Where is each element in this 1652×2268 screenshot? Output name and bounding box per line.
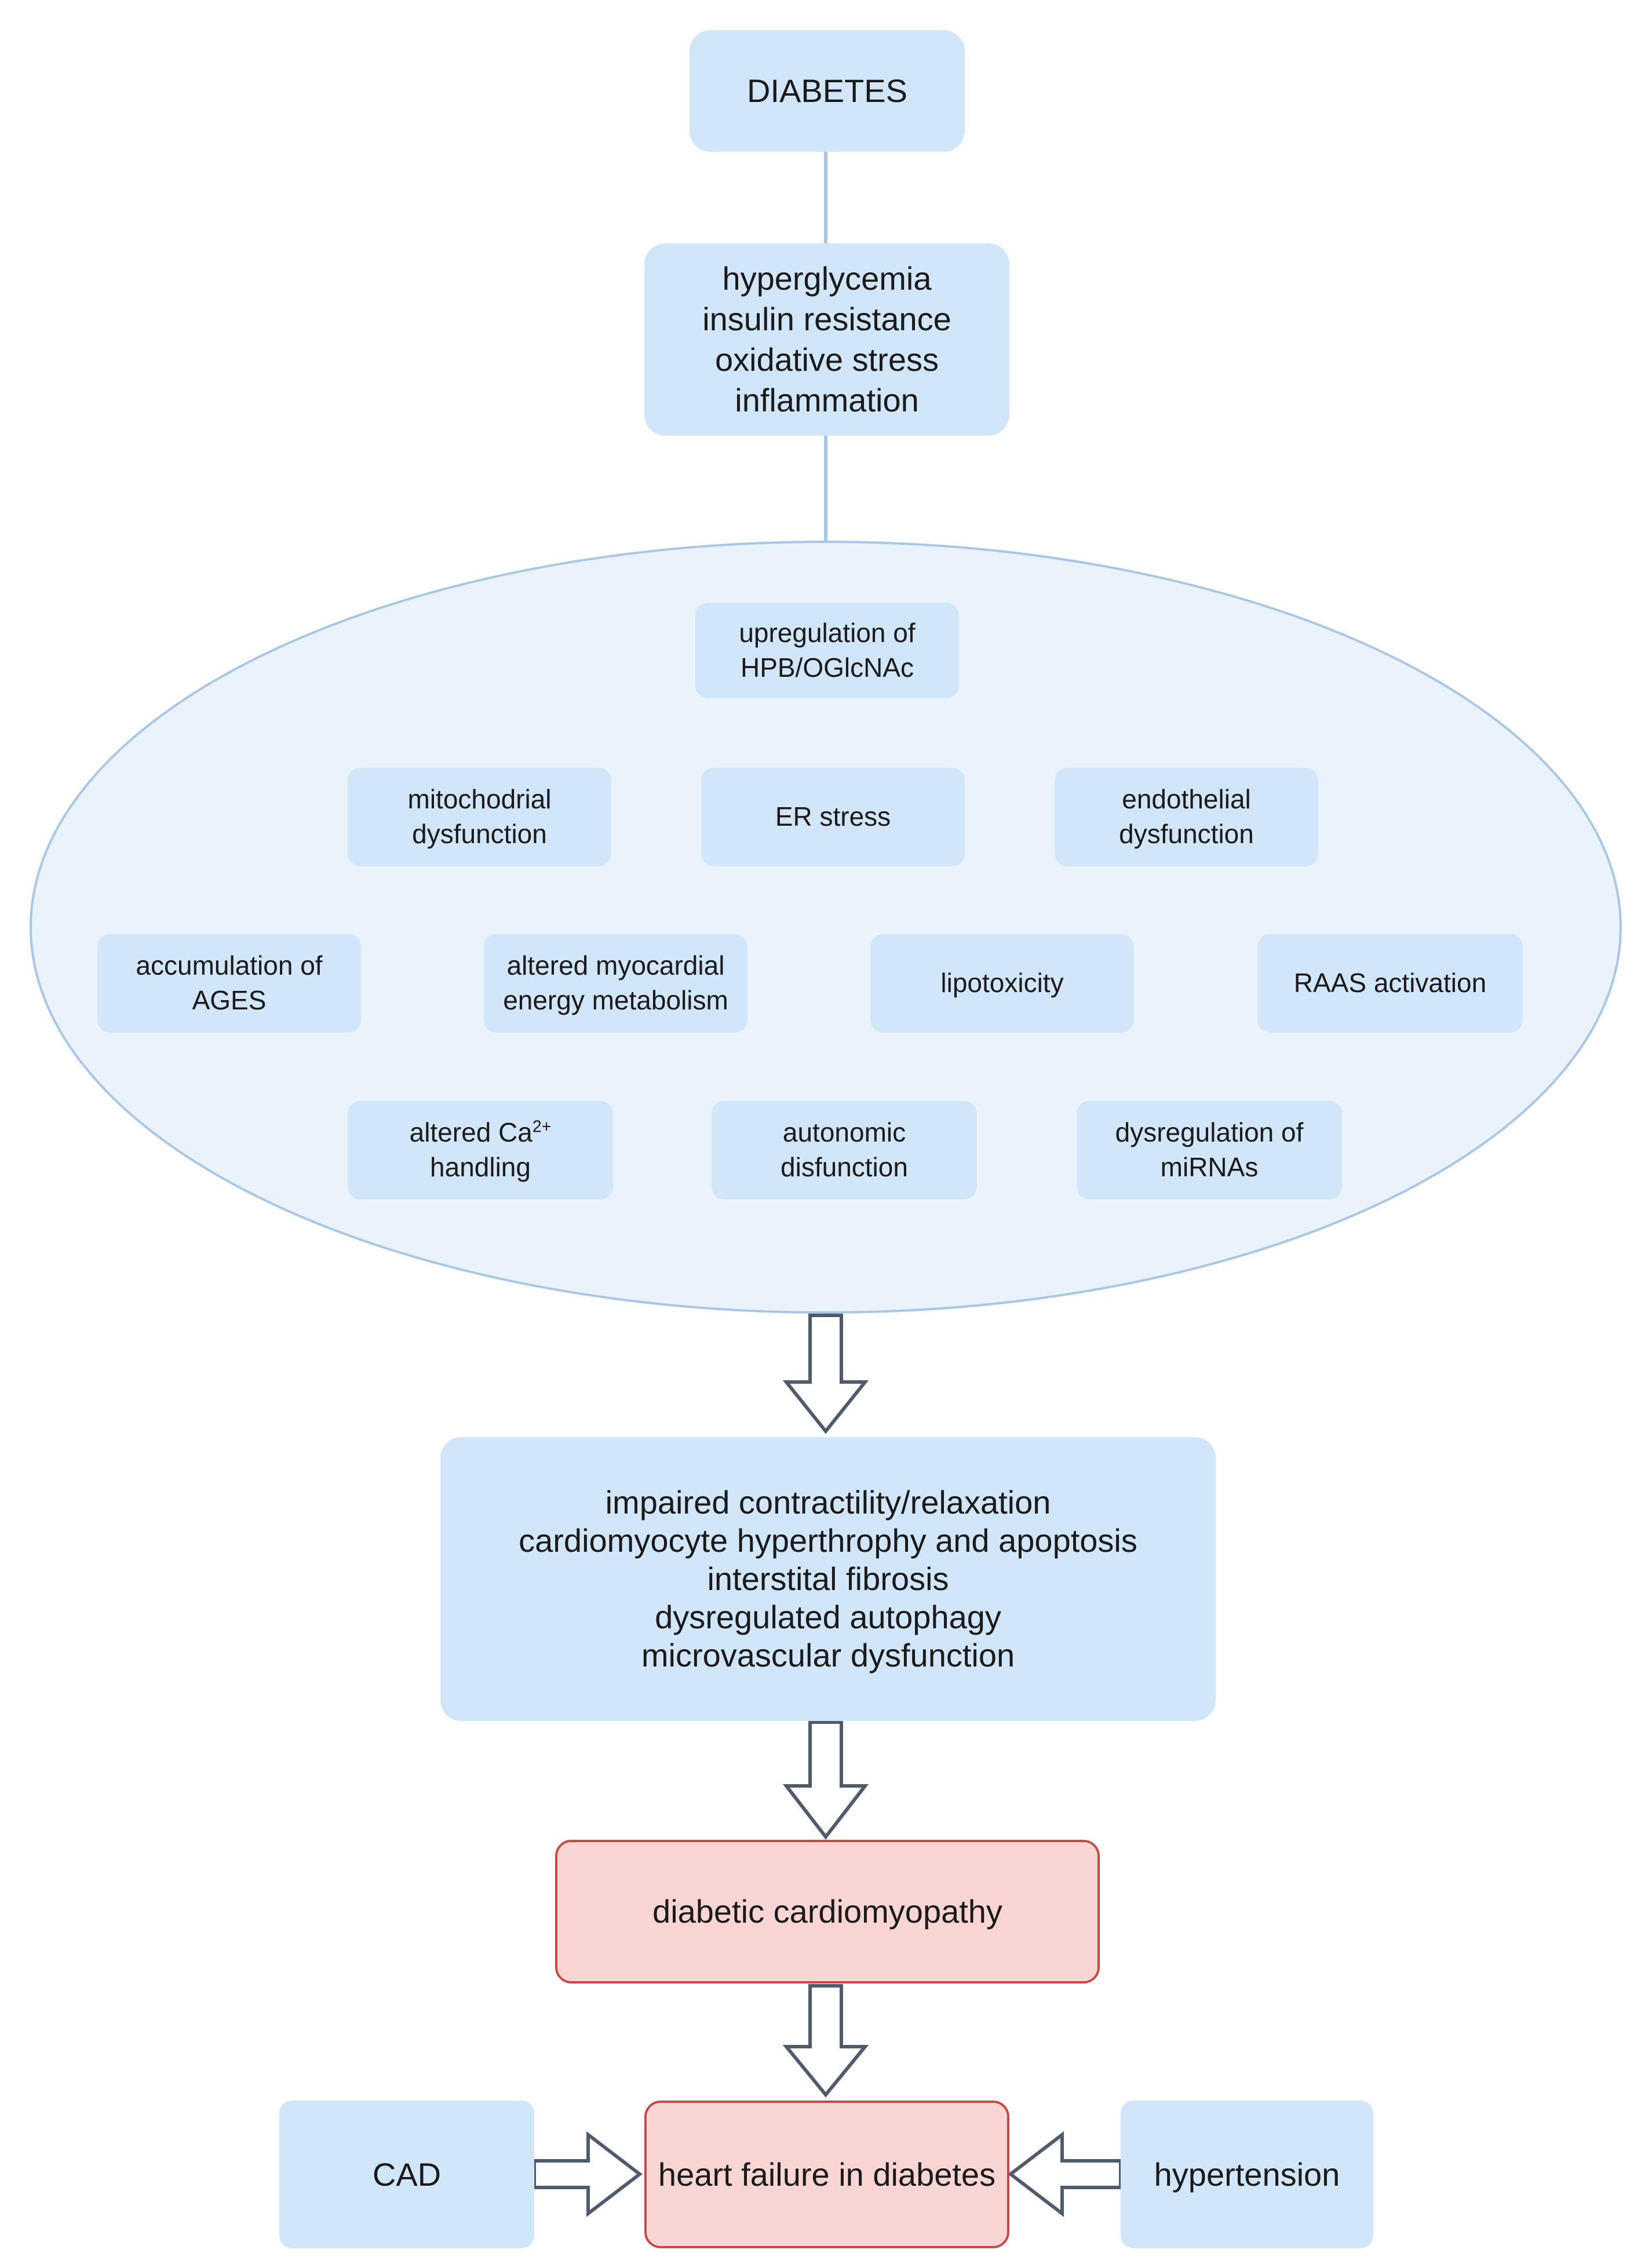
- arrow-right-cad-to-heart-failure: [533, 2131, 643, 2218]
- risk-factors-box: hyperglycemia insulin resistance oxidati…: [644, 243, 1009, 436]
- arrow-down-effects-to-cardiomyopathy: [782, 1720, 869, 1840]
- cardiomyopathy-label: diabetic cardiomyopathy: [652, 1893, 1002, 1930]
- arrow-left-hypertension-to-heart-failure: [1008, 2131, 1122, 2218]
- mechanism-raas-label: RAAS activation: [1293, 968, 1487, 998]
- mechanism-endothelial-line1: endothelial: [1122, 784, 1251, 815]
- mechanism-er-stress-label: ER stress: [775, 801, 891, 832]
- mechanism-mirna-line1: dysregulation of: [1115, 1117, 1304, 1148]
- cardiomyopathy-box: diabetic cardiomyopathy: [555, 1840, 1100, 1983]
- factor-hyperglycemia: hyperglycemia: [722, 260, 932, 297]
- mechanism-mirna-line2: miRNAs: [1160, 1152, 1259, 1182]
- factor-insulin-resistance: insulin resistance: [702, 301, 951, 337]
- hypertension-box: hypertension: [1121, 2101, 1373, 2248]
- effect-microvascular: microvascular dysfunction: [641, 1637, 1015, 1674]
- hypertension-label: hypertension: [1154, 2156, 1340, 2193]
- diabetes-label: DIABETES: [747, 72, 907, 109]
- effects-box: impaired contractility/relaxation cardio…: [440, 1437, 1216, 1721]
- mechanism-ages-box: accumulation of AGES: [97, 934, 361, 1033]
- mechanism-energy-metabolism-box: altered myocardial energy metabolism: [484, 934, 747, 1033]
- arrow-down-cardiomyopathy-to-heart-failure: [782, 1984, 869, 2098]
- mechanism-mirna-box: dysregulation of miRNAs: [1077, 1101, 1342, 1199]
- factor-inflammation: inflammation: [735, 382, 919, 418]
- mechanism-endothelial-box: endothelial dysfunction: [1055, 768, 1318, 866]
- mechanism-calcium-box: altered Ca2+ handling: [348, 1101, 613, 1199]
- cad-box: CAD: [279, 2101, 534, 2248]
- diabetes-box: DIABETES: [690, 30, 965, 152]
- mechanism-energy-line2: energy metabolism: [503, 985, 728, 1015]
- mechanism-mitochondrial-line2: dysfunction: [412, 819, 547, 849]
- mechanism-mitochondrial-line1: mitochodrial: [407, 784, 552, 815]
- mechanism-energy-line1: altered myocardial: [506, 950, 725, 981]
- factor-oxidative-stress: oxidative stress: [715, 341, 939, 378]
- effect-autophagy: dysregulated autophagy: [655, 1599, 1001, 1636]
- mechanism-lipotoxicity-label: lipotoxicity: [940, 968, 1064, 998]
- mechanism-endothelial-line2: dysfunction: [1119, 819, 1254, 849]
- cad-label: CAD: [372, 2156, 442, 2193]
- mechanism-autonomic-line1: autonomic: [782, 1117, 906, 1148]
- mechanism-calcium-prefix: altered Ca: [409, 1117, 533, 1148]
- mechanism-calcium-line2: handling: [430, 1152, 531, 1182]
- heart-failure-label: heart failure in diabetes: [658, 2156, 996, 2193]
- effect-contractility: impaired contractility/relaxation: [605, 1483, 1051, 1520]
- effect-fibrosis: interstital fibrosis: [707, 1560, 949, 1597]
- mechanism-autonomic-line2: disfunction: [781, 1152, 908, 1182]
- mechanism-raas-box: RAAS activation: [1257, 934, 1523, 1033]
- mechanism-calcium-superscript: 2+: [532, 1117, 552, 1136]
- mechanism-autonomic-box: autonomic disfunction: [712, 1101, 977, 1199]
- mechanism-er-stress-box: ER stress: [701, 768, 965, 866]
- arrow-down-mechanisms-to-effects: [782, 1314, 869, 1434]
- heart-failure-box: heart failure in diabetes: [644, 2101, 1009, 2248]
- mechanism-upregulation-line1: upregulation of: [739, 617, 916, 648]
- mechanism-mitochondrial-box: mitochodrial dysfunction: [348, 768, 611, 866]
- mechanism-lipotoxicity-box: lipotoxicity: [870, 934, 1134, 1033]
- mechanism-upregulation-line2: HPB/OGlcNAc: [740, 652, 914, 683]
- mechanism-ages-line2: AGES: [192, 985, 267, 1015]
- mechanism-calcium-line1: altered Ca2+: [410, 1115, 552, 1150]
- mechanism-ages-line1: accumulation of: [136, 950, 323, 981]
- effect-hypertrophy: cardiomyocyte hyperthrophy and apoptosis: [519, 1522, 1137, 1559]
- mechanism-upregulation-box: upregulation of HPB/OGlcNAc: [695, 603, 959, 698]
